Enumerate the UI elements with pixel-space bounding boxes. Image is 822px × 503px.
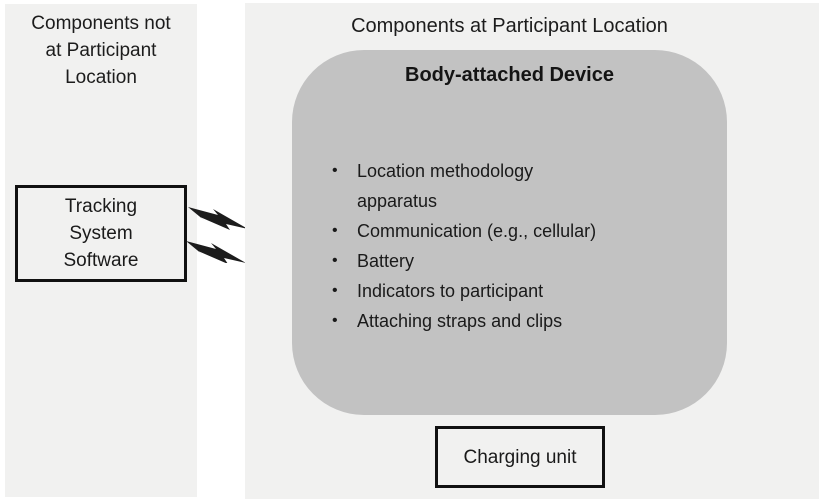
tracking-box-label: Tracking System Software: [64, 193, 139, 274]
device-component-list: • Location methodology apparatus • Communi…: [330, 156, 700, 336]
charging-unit-box: Charging unit: [435, 426, 605, 488]
tracking-box-line: Tracking: [64, 196, 138, 217]
charging-box-label: Charging unit: [463, 446, 577, 468]
tracking-box-line: System: [69, 223, 133, 244]
left-panel-title-line: Location: [65, 67, 137, 88]
tracking-system-software-box: Tracking System Software: [15, 185, 187, 282]
left-panel: Components not at Participant Location T…: [5, 4, 197, 497]
list-item: • Battery: [330, 246, 700, 276]
lightning-bolt-icon: [186, 241, 246, 263]
bullet-icon: •: [332, 312, 338, 329]
lightning-bolt-icon: [186, 207, 248, 263]
right-panel: Components at Participant Location Body-…: [245, 3, 819, 499]
tracking-box-line: Software: [63, 250, 139, 271]
bullet-icon: •: [332, 222, 338, 239]
bullet-icon: •: [332, 252, 338, 269]
body-attached-device-box: Body-attached Device • Location methodolo…: [292, 50, 727, 415]
bullet-icon: •: [332, 162, 338, 179]
list-item: • Communication (e.g., cellular): [330, 216, 700, 246]
left-panel-title-line: Components not: [31, 13, 171, 34]
device-box-title: Body-attached Device: [405, 64, 614, 86]
list-item: • Indicators to participant: [330, 276, 700, 306]
lightning-bolt-icon: [188, 207, 248, 230]
list-item: • Location methodology apparatus: [330, 156, 700, 216]
list-item: • Attaching straps and clips: [330, 306, 700, 336]
list-item-text: Attaching straps and clips: [357, 311, 563, 331]
bullet-icon: •: [332, 282, 338, 299]
right-panel-title: Components at Participant Location: [351, 15, 668, 37]
left-panel-title-line: at Participant: [45, 40, 157, 61]
list-item-text: Communication (e.g., cellular): [357, 221, 597, 241]
list-item-text: Location methodology apparatus: [357, 161, 534, 211]
list-item-text: Battery: [357, 251, 415, 271]
list-item-text: Indicators to participant: [357, 281, 544, 301]
left-panel-title: Components not at Participant Location: [5, 10, 197, 91]
